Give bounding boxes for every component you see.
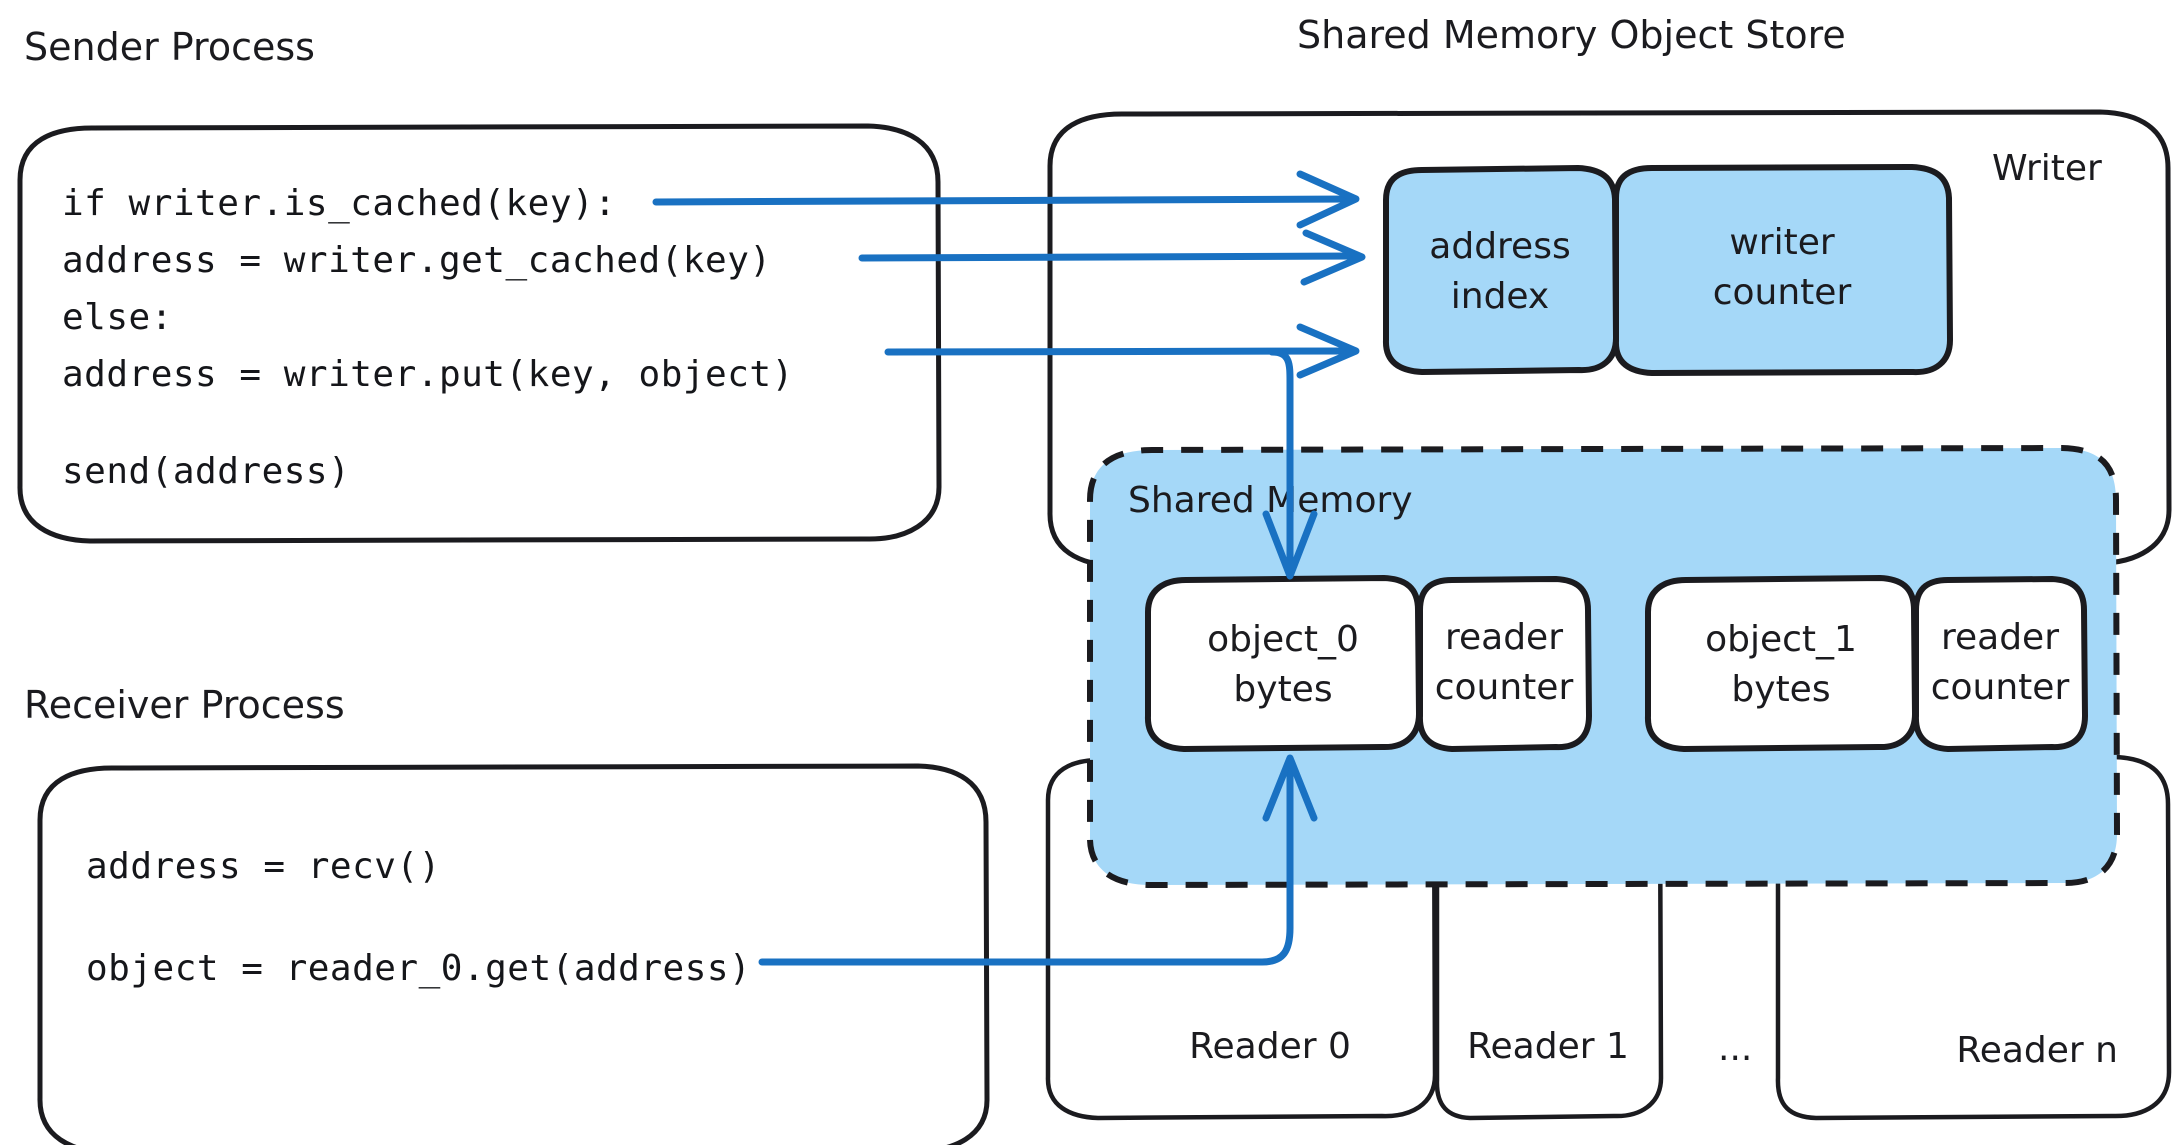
writer-address-index-line-0: address [1429,226,1570,267]
object-1-bytes-node: object_1 bytes [1645,575,1918,752]
arrow-put-to-object-0 [1262,348,1318,580]
shared-memory-region: Shared Memory [1086,445,2120,888]
sender-code-line-0: if writer.is_cached(key): [62,183,616,224]
writer-address-index-node: address index [1383,165,1619,375]
reader-n-label: Reader n [1956,1030,2118,1071]
memory-slot-0: object_0 bytes reader counter [1145,575,1592,752]
sender-process-title: Sender Process [24,25,315,69]
reader-counter-1-line-1: counter [1931,667,2070,708]
receiver-code-line-0: address = recv() [86,846,441,887]
reader-0-label: Reader 0 [1189,1026,1351,1067]
writer-counter-line-1: counter [1713,272,1852,313]
arrow-get-cached-to-address-index [858,229,1366,286]
writer-container-box: Writer [1047,109,2172,569]
object-1-line-1: bytes [1731,669,1830,710]
reader-counter-1-node: reader counter [1912,576,2088,752]
sender-code-line-5: send(address) [62,451,350,492]
receiver-code-block: address = recv() object = reader_0.get(a… [86,846,751,989]
memory-slot-1: object_1 bytes reader counter [1645,575,2088,752]
object-0-bytes-node: object_0 bytes [1145,575,1422,752]
sender-code-line-2: else: [62,297,173,338]
object-1-line-0: object_1 [1705,619,1857,660]
reader-counter-0-line-0: reader [1445,617,1563,658]
reader-counter-0-line-1: counter [1435,667,1574,708]
shared-memory-label: Shared Memory [1128,480,1413,521]
writer-counter-node: writer counter [1613,164,1953,376]
arrow-put-to-address-index [884,323,1360,379]
reader-counter-1-line-0: reader [1941,617,2059,658]
object-0-line-0: object_0 [1207,619,1359,660]
object-0-line-1: bytes [1233,669,1332,710]
reader-1-label: Reader 1 [1467,1026,1629,1067]
readers-ellipsis: ... [1718,1028,1752,1069]
receiver-process-title: Receiver Process [24,683,345,727]
sender-code-block: if writer.is_cached(key): address = writ… [62,183,794,492]
writer-label: Writer [1992,148,2102,189]
arrow-is-cached-to-address-index [652,170,1360,229]
writer-counter-line-0: writer [1729,222,1835,263]
receiver-process-box [37,763,990,1145]
arrow-reader-get-to-object-0 [758,754,1318,966]
sender-code-line-3: address = writer.put(key, object) [62,354,794,395]
reader-counter-0-node: reader counter [1416,576,1592,752]
shared-memory-object-store-title: Shared Memory Object Store [1297,13,1846,57]
sender-process-box [17,123,942,544]
sender-code-line-1: address = writer.get_cached(key) [62,240,772,281]
receiver-code-line-2: object = reader_0.get(address) [86,948,751,989]
writer-address-index-line-1: index [1451,276,1550,317]
